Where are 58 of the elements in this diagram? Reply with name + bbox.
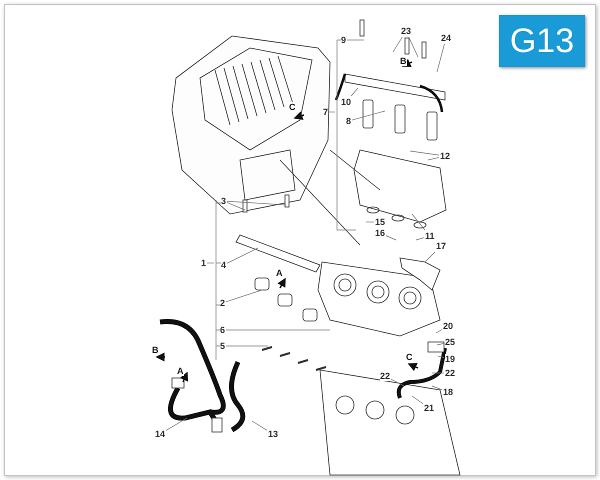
callout-number: 9 xyxy=(341,35,346,45)
callout-number: 13 xyxy=(268,429,278,439)
page-code-badge: G13 xyxy=(499,15,585,67)
leader-line xyxy=(428,157,440,160)
leader-line xyxy=(412,396,424,404)
leader-line xyxy=(392,36,403,52)
leader-line xyxy=(226,248,258,264)
callout-number: 20 xyxy=(443,321,454,331)
leader-line xyxy=(206,262,214,264)
view-letter: C xyxy=(406,352,412,362)
leader-line xyxy=(424,252,436,262)
leader-line xyxy=(350,88,358,96)
leader-line xyxy=(412,214,426,230)
leader-line xyxy=(226,202,246,210)
leader-line xyxy=(438,356,444,358)
leader-line xyxy=(436,343,444,346)
view-letter: B xyxy=(152,345,158,355)
callout-number: 17 xyxy=(436,241,446,251)
callout-number: 10 xyxy=(341,97,352,107)
callout-number: 16 xyxy=(375,228,386,238)
callout-number: 12 xyxy=(440,151,450,161)
callout-number: 8 xyxy=(346,116,352,126)
leader-line xyxy=(432,386,442,390)
leader-line xyxy=(432,372,444,374)
leader-line xyxy=(252,420,268,431)
callout-number: 15 xyxy=(375,217,386,227)
callout-number: 5 xyxy=(220,341,226,351)
view-letter: B xyxy=(400,56,406,66)
callout-number: 23 xyxy=(401,26,412,36)
leader-line xyxy=(408,36,418,58)
view-letter: A xyxy=(177,366,184,376)
callout-number: 21 xyxy=(424,403,434,413)
leader-line xyxy=(436,329,442,334)
callout-number: 2 xyxy=(220,298,226,308)
callout-number: 14 xyxy=(155,429,166,439)
leader-line xyxy=(410,150,440,156)
callout-number: 7 xyxy=(323,107,328,117)
callout-number: 6 xyxy=(220,325,226,335)
leader-line xyxy=(352,110,386,120)
callout-number: 1 xyxy=(201,258,206,268)
leader-line xyxy=(436,44,445,72)
callout-number: 19 xyxy=(445,354,456,364)
leader-line xyxy=(390,378,404,386)
callout-number: 24 xyxy=(441,33,452,43)
callout-number: 25 xyxy=(445,337,456,347)
callout-number: 4 xyxy=(221,260,226,270)
leader-line xyxy=(386,235,396,240)
callout-number: 11 xyxy=(425,231,435,241)
leader-line xyxy=(166,418,188,431)
callout-number: 22 xyxy=(380,371,390,381)
callout-number: 18 xyxy=(443,387,454,397)
leader-line xyxy=(416,237,424,240)
callout-number: 3 xyxy=(221,196,226,206)
leader-line xyxy=(226,290,262,302)
leader-line xyxy=(226,200,286,206)
view-letter: A xyxy=(276,268,282,278)
view-letter: C xyxy=(289,102,296,112)
callout-number: 22 xyxy=(445,368,456,378)
